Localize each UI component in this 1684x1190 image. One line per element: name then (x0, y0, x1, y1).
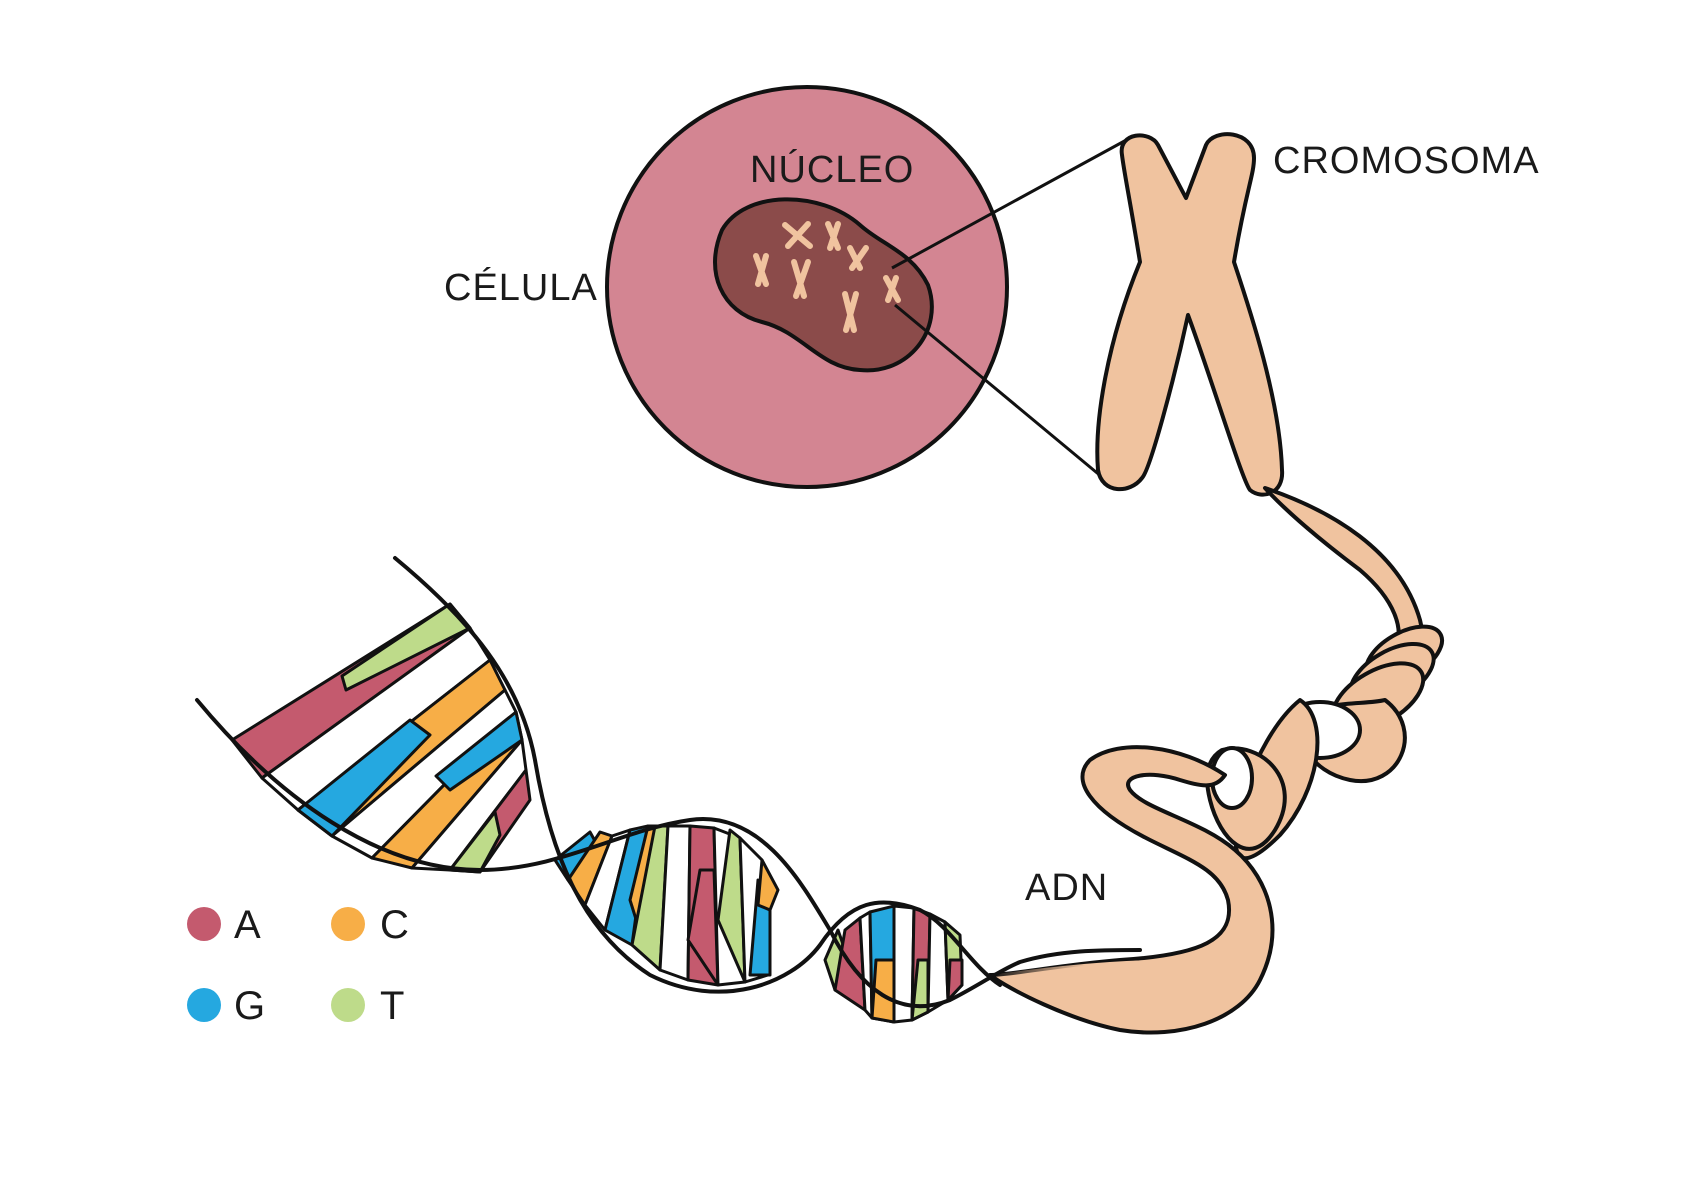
backbones (195, 556, 1142, 1009)
legend-dot-g (187, 988, 221, 1022)
legend-label-a: A (234, 903, 261, 947)
nucleus-chromosomes (753, 221, 901, 333)
legend: A C G T (187, 903, 409, 1028)
legend-dot-a (187, 907, 221, 941)
legend-dot-c (331, 907, 365, 941)
legend-label-t: T (380, 984, 404, 1028)
legend-dot-t (331, 988, 365, 1022)
chromosome-label: CROMOSOMA (1273, 140, 1540, 182)
base-pairs (230, 602, 532, 874)
dna-fade (990, 960, 1150, 1020)
cell-label: CÉLULA (444, 266, 598, 309)
double-helix (195, 556, 1142, 1024)
legend-label-g: G (234, 984, 265, 1028)
chromosome (1095, 132, 1285, 497)
cell (605, 85, 1009, 489)
dna-label: ADN (1025, 867, 1108, 909)
chromatin-coil (988, 486, 1444, 1035)
nucleus (713, 197, 934, 373)
zoom-lines (891, 136, 1131, 484)
nucleus-label: NÚCLEO (750, 148, 914, 191)
legend-label-c: C (380, 903, 409, 947)
